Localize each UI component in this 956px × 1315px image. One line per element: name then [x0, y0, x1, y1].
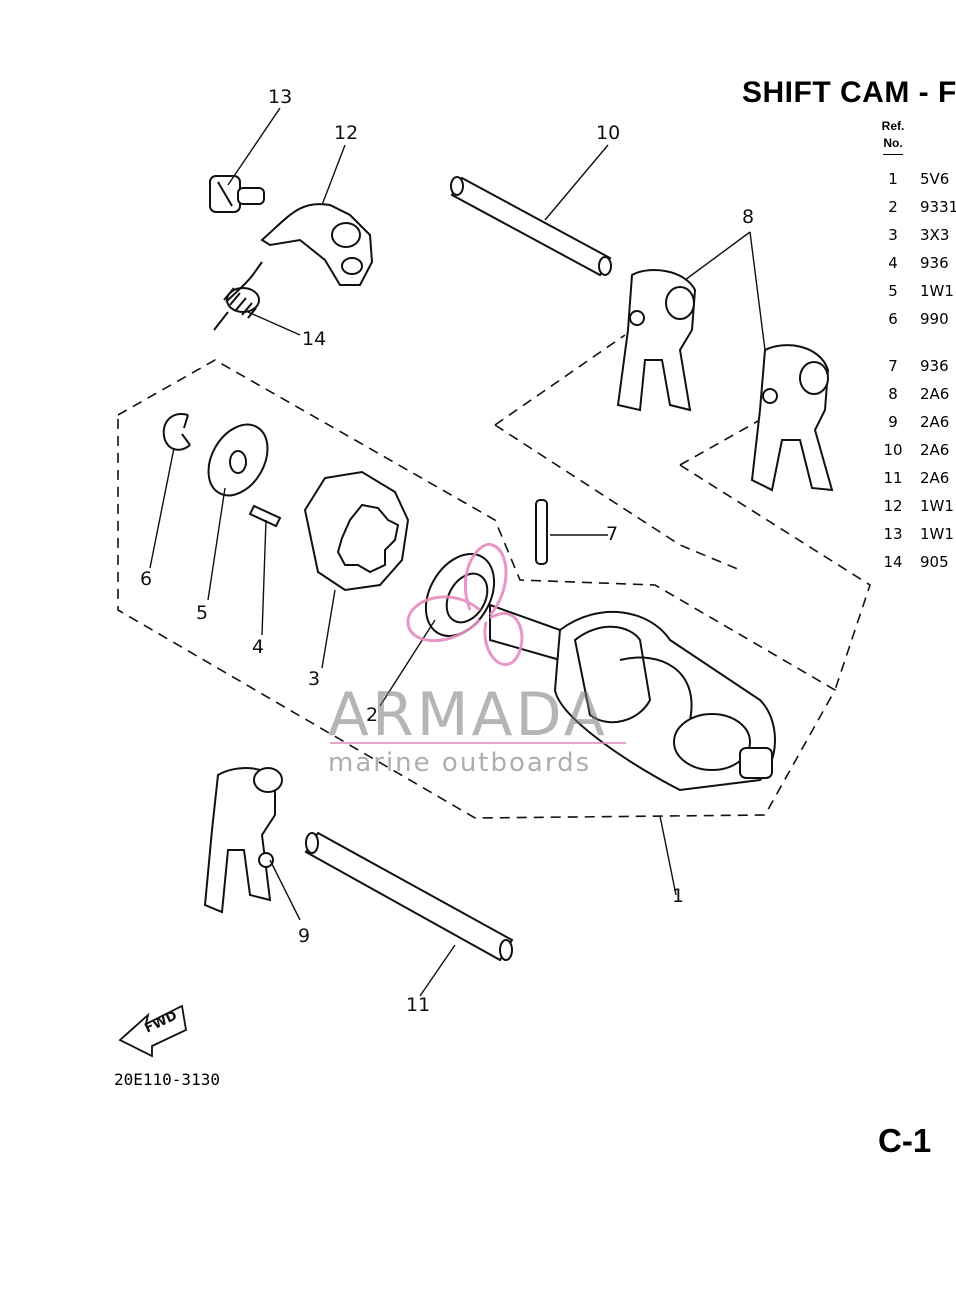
callout-3: 3 [308, 668, 321, 690]
shaft-part-10 [450, 176, 612, 277]
watermark-tagline: marine outboards [328, 748, 592, 778]
watermark-divider [330, 742, 626, 744]
callout-9: 9 [298, 925, 311, 947]
callout-12: 12 [334, 122, 359, 144]
callout-4: 4 [252, 636, 265, 658]
watermark-lotus-icon [406, 543, 524, 666]
callout-2: 2 [366, 704, 379, 726]
washer-part-5 [207, 423, 269, 497]
circlip-part-6 [162, 413, 191, 451]
spring-part-14 [213, 261, 263, 331]
pin-part-4 [248, 504, 282, 528]
pin-part-7 [535, 499, 548, 565]
bolt-part-13 [209, 175, 265, 213]
shift-fork-part-8a [616, 269, 697, 412]
assembly-outline [117, 359, 837, 819]
callout-11: 11 [406, 994, 431, 1016]
leader-lines [149, 107, 766, 997]
callout-1: 1 [672, 885, 685, 907]
page-label: C-1 [878, 1122, 932, 1159]
no-label: No. [883, 136, 903, 150]
callout-14: 14 [302, 328, 327, 350]
callout-5: 5 [196, 602, 209, 624]
shaft-part-11 [304, 831, 514, 962]
callout-13: 13 [268, 86, 293, 108]
callout-7: 7 [606, 523, 619, 545]
shift-cam-part-1 [489, 603, 776, 792]
ref-label: Ref. [881, 119, 905, 133]
shift-fork-part-9 [203, 767, 283, 914]
callout-8: 8 [742, 206, 755, 228]
fwd-arrow-icon [118, 1004, 187, 1058]
stopper-lever-part-12 [260, 203, 374, 286]
callout-10: 10 [596, 122, 621, 144]
watermark-name: ARMADA [328, 680, 608, 750]
header-rule [883, 154, 903, 155]
ref-no-header: Ref. No. [876, 118, 910, 155]
page-title: SHIFT CAM - F [742, 76, 956, 109]
drawing-code: 20E110-3130 [114, 1070, 220, 1089]
segment-part-3 [303, 470, 410, 592]
callout-6: 6 [140, 568, 153, 590]
shift-fork-part-8b [750, 344, 834, 492]
